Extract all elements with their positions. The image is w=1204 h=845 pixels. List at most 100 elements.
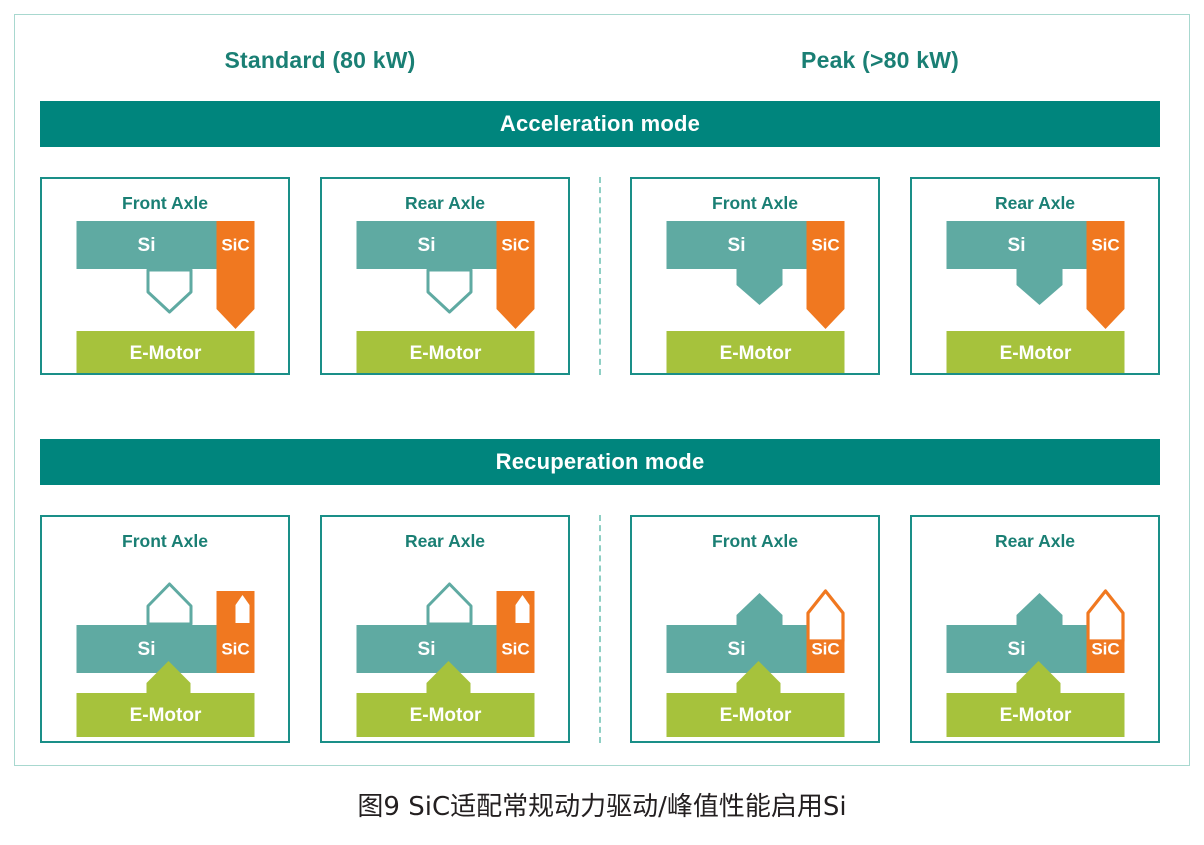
sic-arrow-filled bbox=[496, 221, 535, 329]
sic-arrow-notch bbox=[515, 595, 530, 623]
si-label: Si bbox=[728, 639, 746, 660]
column-title-standard: Standard (80 kW) bbox=[224, 47, 416, 73]
emotor-block bbox=[666, 331, 845, 375]
si-arrow-filled bbox=[1016, 263, 1063, 305]
emotor-arrow-filled bbox=[426, 661, 471, 699]
si-arrow-outline bbox=[426, 268, 473, 314]
si-block bbox=[76, 221, 217, 269]
emotor-arrow-filled bbox=[146, 661, 191, 699]
axle-diagram-holder: Si SiC E-Motor bbox=[322, 553, 568, 746]
axle-label: Rear Axle bbox=[994, 193, 1076, 213]
sic-arrow-outline bbox=[806, 589, 845, 643]
axle-label: Rear Axle bbox=[994, 531, 1076, 551]
si-label: Si bbox=[418, 639, 436, 660]
si-block bbox=[666, 221, 807, 269]
axle-diagram-holder: Si SiC E-Motor bbox=[632, 553, 878, 746]
si-label: Si bbox=[728, 235, 746, 256]
emotor-label: E-Motor bbox=[130, 705, 202, 726]
axle-diagram: Si SiC E-Motor bbox=[356, 582, 535, 737]
si-arrow-outline bbox=[426, 582, 473, 626]
sic-arrow-filled bbox=[1086, 221, 1125, 329]
emotor-block bbox=[946, 331, 1125, 375]
sic-label: SiC bbox=[811, 639, 839, 658]
emotor-label: E-Motor bbox=[720, 705, 792, 726]
emotor-label: E-Motor bbox=[1000, 343, 1072, 364]
axle-diagram-holder: Si SiC E-Motor bbox=[912, 215, 1158, 378]
column-divider-recuperation bbox=[599, 515, 601, 743]
si-block bbox=[946, 625, 1087, 673]
emotor-label: E-Motor bbox=[410, 343, 482, 364]
axle-label: Rear Axle bbox=[404, 193, 486, 213]
sic-label: SiC bbox=[1091, 235, 1119, 254]
emotor-arrow-filled bbox=[736, 661, 781, 699]
axle-diagram: Si SiC E-Motor bbox=[666, 221, 845, 375]
emotor-label: E-Motor bbox=[410, 705, 482, 726]
axle-diagram: Si SiC E-Motor bbox=[356, 221, 535, 375]
axle-diagram-holder: Si SiC E-Motor bbox=[42, 215, 288, 378]
axle-diagram: Si SiC E-Motor bbox=[946, 221, 1125, 375]
si-label: Si bbox=[1008, 235, 1026, 256]
sic-label: SiC bbox=[811, 235, 839, 254]
axle-diagram-holder: Si SiC E-Motor bbox=[42, 553, 288, 746]
sic-label: SiC bbox=[221, 639, 249, 658]
axle-label: Front Axle bbox=[122, 531, 208, 551]
emotor-block bbox=[666, 693, 845, 737]
si-label: Si bbox=[418, 235, 436, 256]
sic-label: SiC bbox=[221, 235, 249, 254]
column-divider-acceleration bbox=[599, 177, 601, 375]
si-arrow-outline bbox=[146, 268, 193, 314]
si-label: Si bbox=[138, 639, 156, 660]
si-label: Si bbox=[1008, 639, 1026, 660]
mode-bar-acceleration: Acceleration mode bbox=[40, 101, 1160, 147]
sic-label: SiC bbox=[501, 639, 529, 658]
si-label: Si bbox=[138, 235, 156, 256]
sic-label: SiC bbox=[1091, 639, 1119, 658]
emotor-block bbox=[76, 331, 255, 375]
emotor-block bbox=[76, 693, 255, 737]
sic-arrow-outline bbox=[1086, 589, 1125, 643]
axle-diagram-holder: Si SiC E-Motor bbox=[912, 553, 1158, 746]
emotor-label: E-Motor bbox=[720, 343, 792, 364]
si-arrow-filled bbox=[1016, 593, 1063, 633]
si-block bbox=[76, 625, 217, 673]
emotor-block bbox=[946, 693, 1125, 737]
si-block bbox=[666, 625, 807, 673]
si-arrow-filled bbox=[736, 263, 783, 305]
mode-bar-recuperation: Recuperation mode bbox=[40, 439, 1160, 485]
emotor-label: E-Motor bbox=[1000, 705, 1072, 726]
emotor-arrow-filled bbox=[1016, 661, 1061, 699]
axle-diagram: Si SiC E-Motor bbox=[76, 582, 255, 737]
axle-label: Front Axle bbox=[712, 193, 798, 213]
axle-label: Front Axle bbox=[712, 531, 798, 551]
axle-diagram: Si SiC E-Motor bbox=[76, 221, 255, 375]
axle-diagram-holder: Si SiC E-Motor bbox=[632, 215, 878, 378]
axle-diagram: Si SiC E-Motor bbox=[666, 589, 845, 737]
axle-label: Rear Axle bbox=[404, 531, 486, 551]
si-arrow-outline bbox=[146, 582, 193, 626]
figure-caption: 图9 SiC适配常规动力驱动/峰值性能启用Si bbox=[357, 792, 847, 822]
sic-arrow-notch bbox=[235, 595, 250, 623]
sic-label: SiC bbox=[501, 235, 529, 254]
axle-label: Front Axle bbox=[122, 193, 208, 213]
axle-diagram-holder: Si SiC E-Motor bbox=[322, 215, 568, 378]
sic-block bbox=[216, 625, 255, 673]
sic-block bbox=[496, 625, 535, 673]
emotor-block bbox=[356, 693, 535, 737]
si-block bbox=[356, 221, 497, 269]
axle-diagram: Si SiC E-Motor bbox=[946, 589, 1125, 737]
si-block bbox=[946, 221, 1087, 269]
emotor-label: E-Motor bbox=[130, 343, 202, 364]
column-title-peak: Peak (>80 kW) bbox=[801, 47, 959, 73]
si-arrow-filled bbox=[736, 593, 783, 633]
